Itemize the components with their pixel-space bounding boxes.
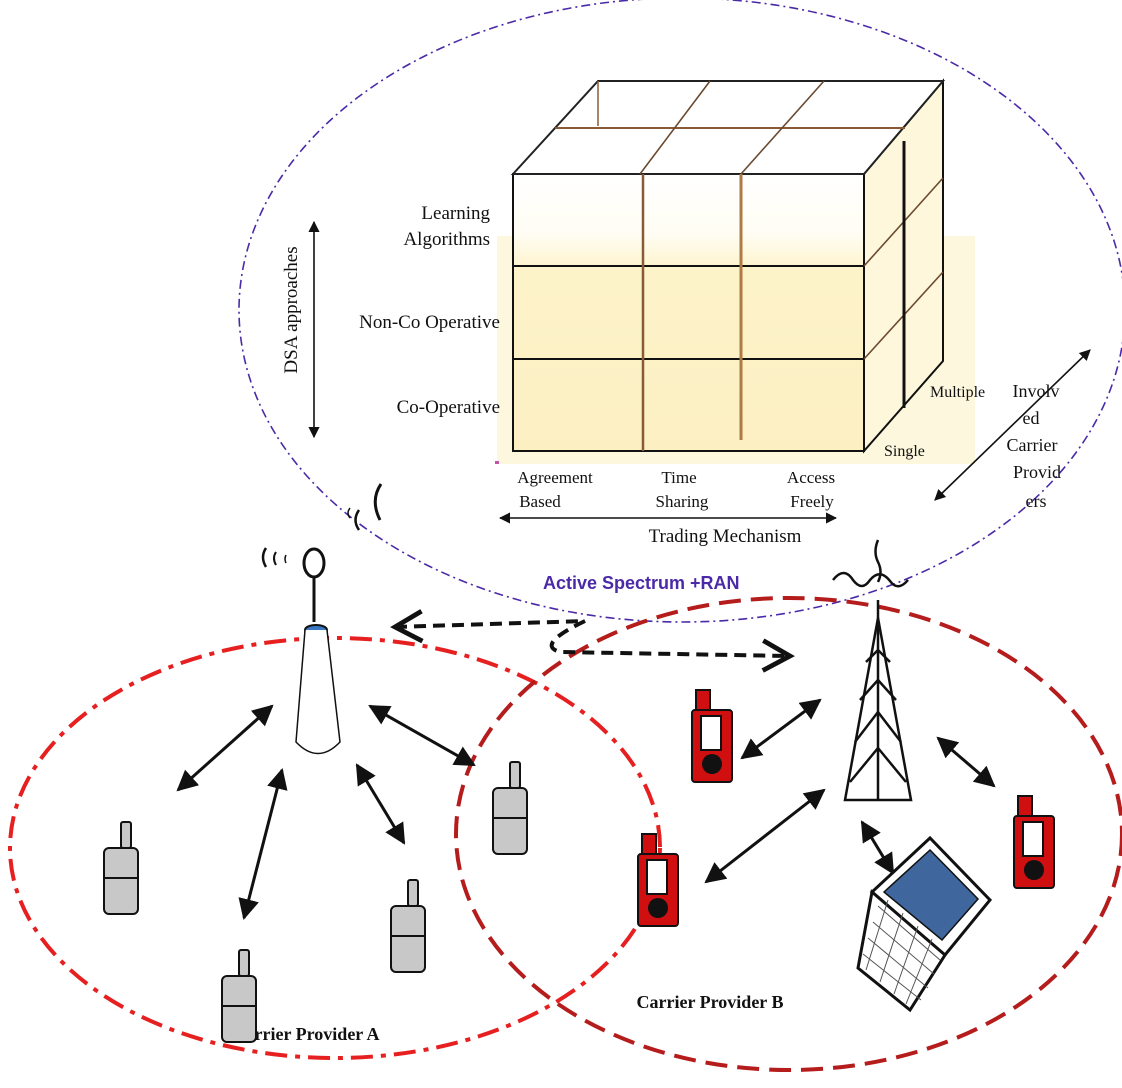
mobile-phone-icon bbox=[691, 689, 733, 783]
depth-axis-arrow bbox=[934, 349, 1091, 501]
provider-a-label: Carrier Provider A bbox=[233, 1024, 380, 1044]
provider-a-ellipse bbox=[8, 636, 662, 1060]
provider-b-label: Carrier Provider B bbox=[637, 992, 784, 1012]
depth-axis-label-2: ed bbox=[1023, 408, 1040, 428]
antenna-tower-icon bbox=[295, 547, 341, 755]
tower-link bbox=[390, 609, 795, 673]
depth-axis-label-3: Carrier bbox=[1007, 435, 1058, 455]
row-label-learning-line1: Learning bbox=[421, 203, 490, 224]
trading-axis-label: Trading Mechanism bbox=[649, 526, 802, 547]
link-a-right bbox=[368, 704, 476, 767]
depth-axis-label-4: Provid bbox=[1013, 462, 1061, 482]
provider-b-ellipse bbox=[454, 596, 1122, 1072]
link-a-bottom bbox=[238, 767, 288, 921]
depth-label-multiple: Multiple bbox=[930, 384, 985, 401]
col-label-access-line2: Freely bbox=[790, 492, 834, 511]
dsa-cube bbox=[495, 78, 975, 464]
laptop-icon bbox=[856, 835, 993, 1013]
depth-axis-label-5: ers bbox=[1026, 491, 1047, 511]
col-label-access-line1: Access bbox=[787, 468, 835, 487]
col-label-time-line2: Sharing bbox=[656, 492, 709, 511]
link-b-topleft bbox=[740, 698, 822, 760]
link-a-left bbox=[176, 704, 274, 792]
link-b-right bbox=[936, 736, 996, 788]
link-a-right-bottom bbox=[355, 763, 406, 845]
cube-front-face bbox=[512, 173, 865, 452]
spectrum-ellipse bbox=[238, 0, 1122, 623]
mobile-phone-icon bbox=[1013, 795, 1055, 889]
col-label-agreement-line2: Based bbox=[519, 492, 561, 511]
row-label-co-operative: Co-Operative bbox=[397, 397, 500, 418]
lattice-tower-icon bbox=[832, 539, 913, 802]
mobile-phone-icon bbox=[492, 761, 528, 855]
row-label-learning-line2: Algorithms bbox=[403, 229, 490, 250]
mobile-phone-icon bbox=[221, 949, 257, 1043]
mobile-phone-icon bbox=[390, 879, 426, 973]
col-label-agreement-line1: Agreement bbox=[517, 468, 593, 487]
dsa-axis-label: DSA approaches bbox=[281, 246, 302, 373]
mobile-phone-icon bbox=[637, 833, 679, 927]
mobile-phone-icon bbox=[103, 821, 139, 915]
spectrum-title: Active Spectrum +RAN bbox=[543, 573, 740, 593]
col-label-time-line1: Time bbox=[661, 468, 696, 487]
depth-label-single: Single bbox=[884, 443, 925, 460]
link-b-left bbox=[704, 788, 826, 884]
link-arrows bbox=[176, 698, 996, 921]
row-label-non-co-operative: Non-Co Operative bbox=[359, 312, 500, 333]
radio-waves-icon bbox=[261, 483, 383, 568]
depth-axis-label-1: Involv bbox=[1013, 381, 1060, 401]
link-b-laptop bbox=[860, 820, 895, 875]
